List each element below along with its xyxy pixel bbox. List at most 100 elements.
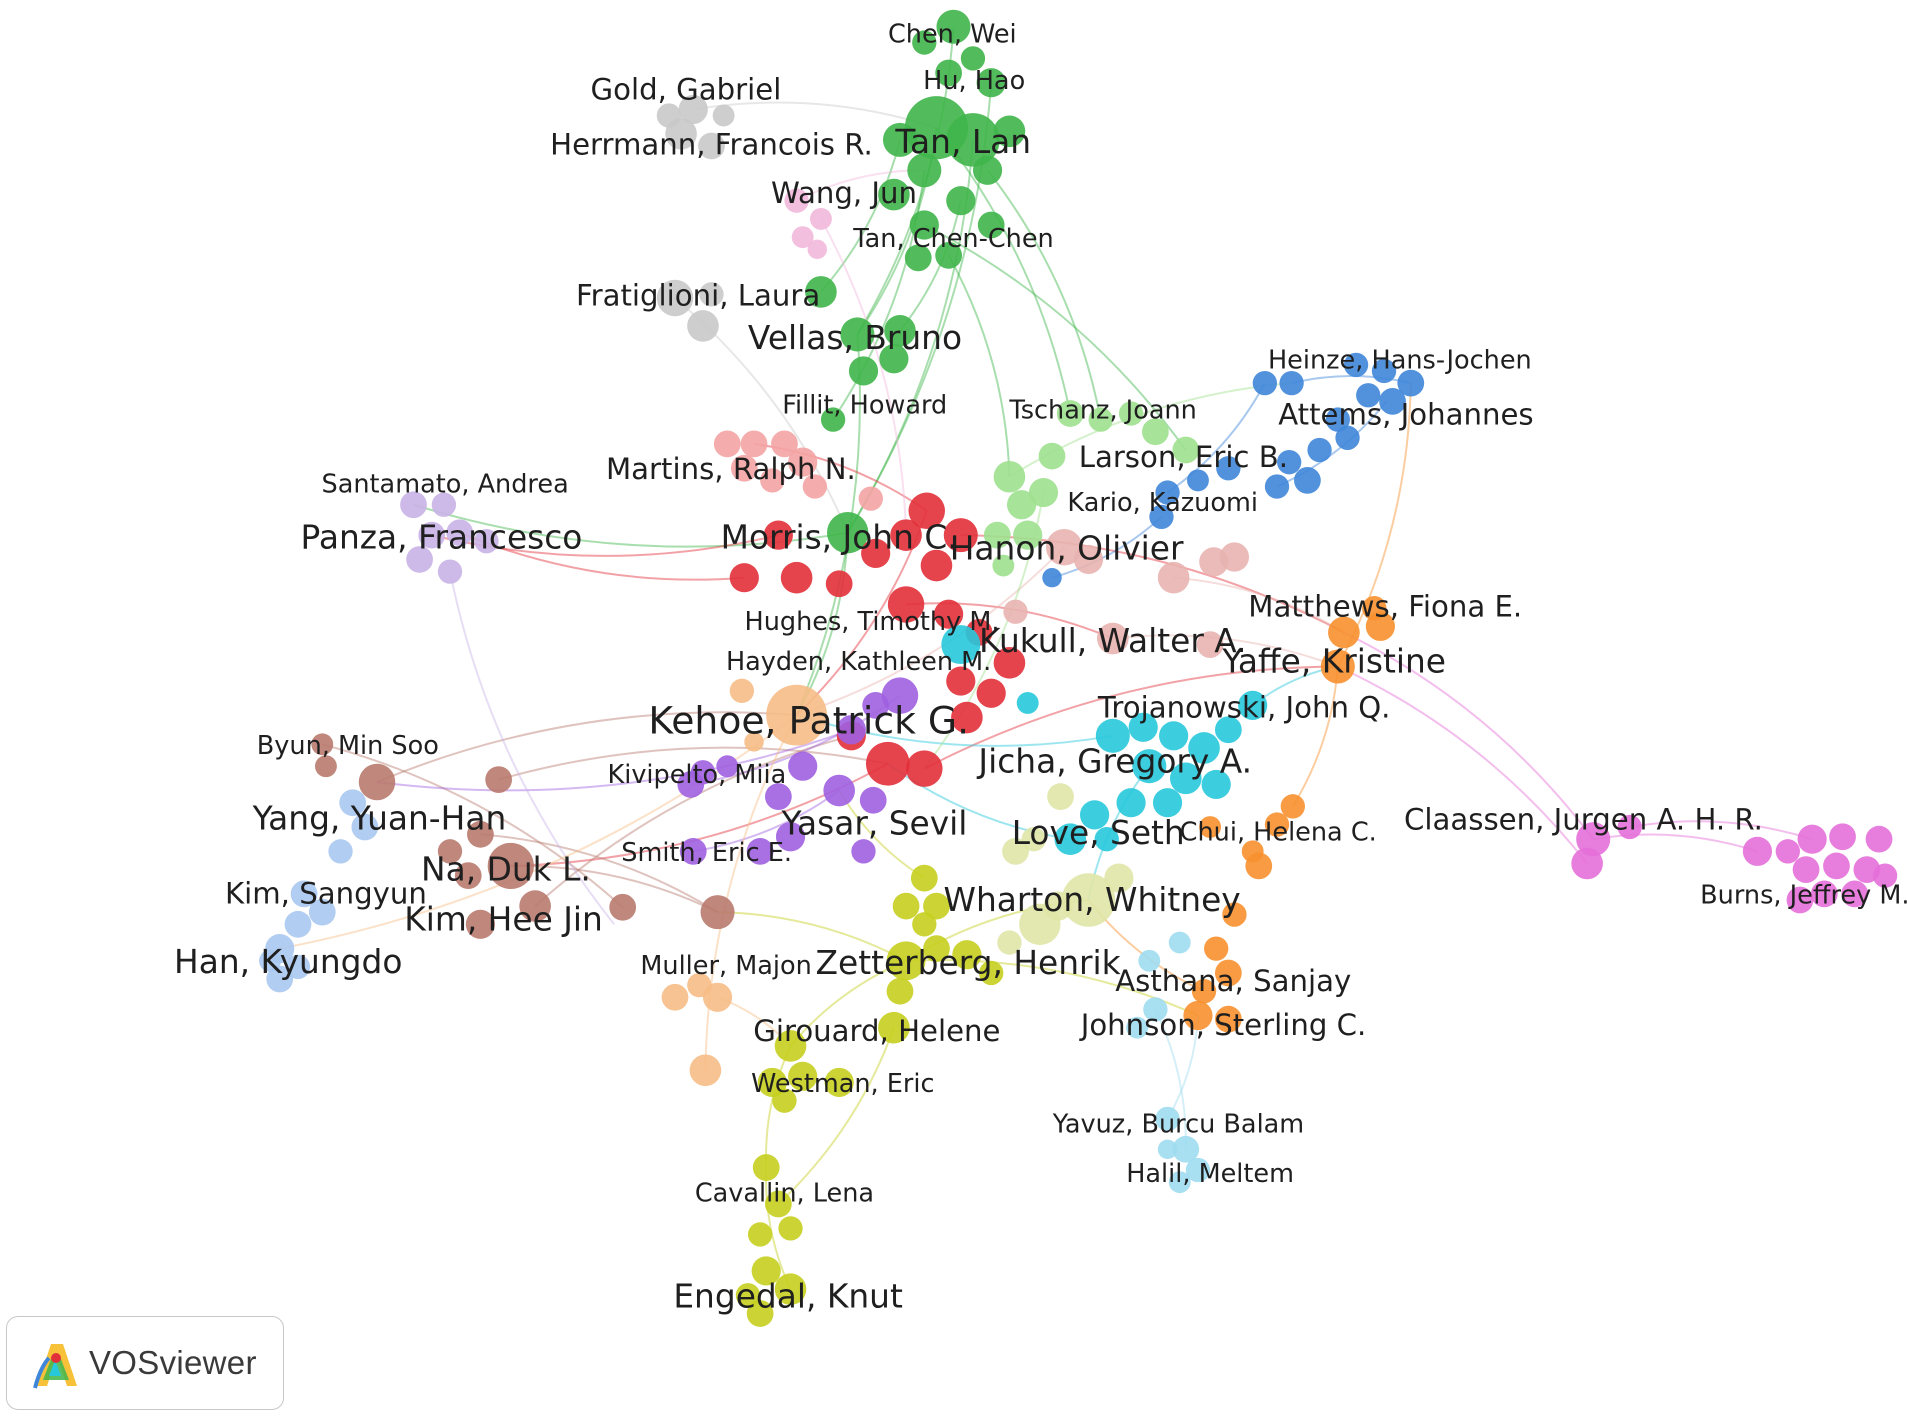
author-node[interactable] (1335, 425, 1360, 450)
author-label[interactable]: Yasar, Sevil (780, 804, 967, 842)
author-node[interactable] (840, 317, 875, 352)
author-node[interactable] (467, 820, 494, 848)
author-node[interactable] (698, 132, 725, 160)
author-node[interactable] (1576, 822, 1611, 857)
author-node[interactable] (972, 155, 1003, 185)
author-label[interactable]: Chen, Wei (888, 20, 1017, 50)
author-label[interactable]: Kim, Hee Jin (404, 900, 603, 938)
author-node[interactable] (1307, 437, 1332, 463)
author-node[interactable] (1157, 561, 1190, 594)
author-node[interactable] (1320, 649, 1355, 684)
author-node[interactable] (406, 546, 433, 573)
author-node[interactable] (751, 1256, 781, 1286)
author-node[interactable] (805, 276, 837, 308)
author-node[interactable] (1362, 595, 1387, 621)
author-node[interactable] (1216, 456, 1241, 481)
author-label[interactable]: Trojanowski, John Q. (1097, 691, 1391, 725)
author-node[interactable] (802, 474, 828, 499)
author-node[interactable] (1043, 891, 1073, 921)
author-node[interactable] (778, 1216, 803, 1241)
author-label[interactable]: Smith, Eric E. (621, 838, 792, 868)
author-label[interactable]: Herrmann, Francois R. (550, 127, 873, 161)
author-node[interactable] (766, 684, 828, 746)
author-node[interactable] (1003, 599, 1028, 624)
author-label[interactable]: Chui, Helena C. (1180, 817, 1377, 847)
author-node[interactable] (454, 862, 482, 890)
author-node[interactable] (935, 59, 963, 87)
author-node[interactable] (314, 755, 337, 778)
author-node[interactable] (1279, 370, 1304, 396)
author-node[interactable] (1138, 949, 1161, 972)
author-node[interactable] (744, 732, 764, 752)
author-node[interactable] (1294, 467, 1321, 494)
author-node[interactable] (912, 912, 937, 937)
author-node[interactable] (259, 949, 281, 972)
author-label[interactable]: Attems, Johannes (1278, 397, 1533, 431)
author-label[interactable]: Kehoe, Patrick G. (648, 698, 969, 742)
author-node[interactable] (1152, 788, 1183, 818)
author-node[interactable] (993, 115, 1026, 148)
author-node[interactable] (993, 460, 1026, 493)
author-node[interactable] (266, 965, 294, 993)
author-node[interactable] (946, 666, 976, 696)
author-node[interactable] (1172, 1135, 1200, 1163)
author-node[interactable] (1280, 794, 1305, 819)
author-node[interactable] (1047, 783, 1074, 810)
author-node[interactable] (1196, 631, 1224, 658)
author-node[interactable] (1219, 542, 1250, 572)
author-node[interactable] (1865, 825, 1893, 853)
author-label[interactable]: Na, Duk L. (421, 851, 591, 889)
author-node[interactable] (1168, 1171, 1191, 1194)
author-node[interactable] (775, 822, 806, 852)
author-node[interactable] (946, 113, 1000, 167)
author-node[interactable] (358, 763, 396, 801)
author-node[interactable] (825, 570, 853, 598)
author-node[interactable] (1056, 400, 1084, 427)
author-label[interactable]: Hughes, Timothy M. (745, 607, 1000, 637)
author-node[interactable] (771, 430, 798, 458)
author-node[interactable] (1042, 567, 1062, 588)
author-node[interactable] (735, 1283, 761, 1308)
author-node[interactable] (1142, 418, 1169, 446)
author-node[interactable] (960, 46, 986, 71)
author-node[interactable] (339, 789, 367, 817)
author-label[interactable]: Halil, Meltem (1126, 1159, 1294, 1189)
author-node[interactable] (952, 940, 982, 970)
author-node[interactable] (665, 117, 697, 150)
author-node[interactable] (1371, 358, 1397, 384)
author-label[interactable]: Girouard, Helene (753, 1014, 1000, 1048)
author-node[interactable] (1094, 827, 1119, 852)
author-node[interactable] (1775, 839, 1800, 864)
author-label[interactable]: Martins, Ralph N. (606, 452, 856, 486)
author-node[interactable] (746, 837, 774, 865)
author-node[interactable] (1222, 902, 1247, 927)
author-node[interactable] (1214, 959, 1242, 987)
author-node[interactable] (879, 344, 909, 374)
author-label[interactable]: Gold, Gabriel (591, 73, 782, 107)
author-node[interactable] (1104, 863, 1134, 893)
author-node[interactable] (1823, 852, 1850, 880)
author-node[interactable] (1397, 369, 1425, 397)
author-node[interactable] (487, 842, 534, 890)
author-node[interactable] (935, 242, 963, 269)
author-node[interactable] (906, 750, 943, 787)
author-node[interactable] (284, 910, 312, 938)
vosviewer-badge[interactable]: VOSviewer (6, 1316, 284, 1410)
author-node[interactable] (983, 521, 1011, 549)
author-node[interactable] (519, 890, 551, 922)
author-node[interactable] (827, 512, 869, 554)
author-node[interactable] (976, 68, 1006, 98)
author-node[interactable] (1126, 1016, 1149, 1039)
author-label[interactable]: Hayden, Kathleen M. (726, 647, 991, 677)
author-node[interactable] (1238, 690, 1268, 720)
author-node[interactable] (351, 813, 379, 841)
author-label[interactable]: Cavallin, Lena (695, 1179, 874, 1209)
author-node[interactable] (712, 104, 735, 127)
author-node[interactable] (740, 430, 768, 458)
author-node[interactable] (890, 519, 922, 551)
author-node[interactable] (1143, 997, 1168, 1022)
author-node[interactable] (690, 760, 716, 785)
author-node[interactable] (400, 491, 427, 519)
author-node[interactable] (979, 960, 1004, 986)
author-node[interactable] (752, 1154, 780, 1181)
